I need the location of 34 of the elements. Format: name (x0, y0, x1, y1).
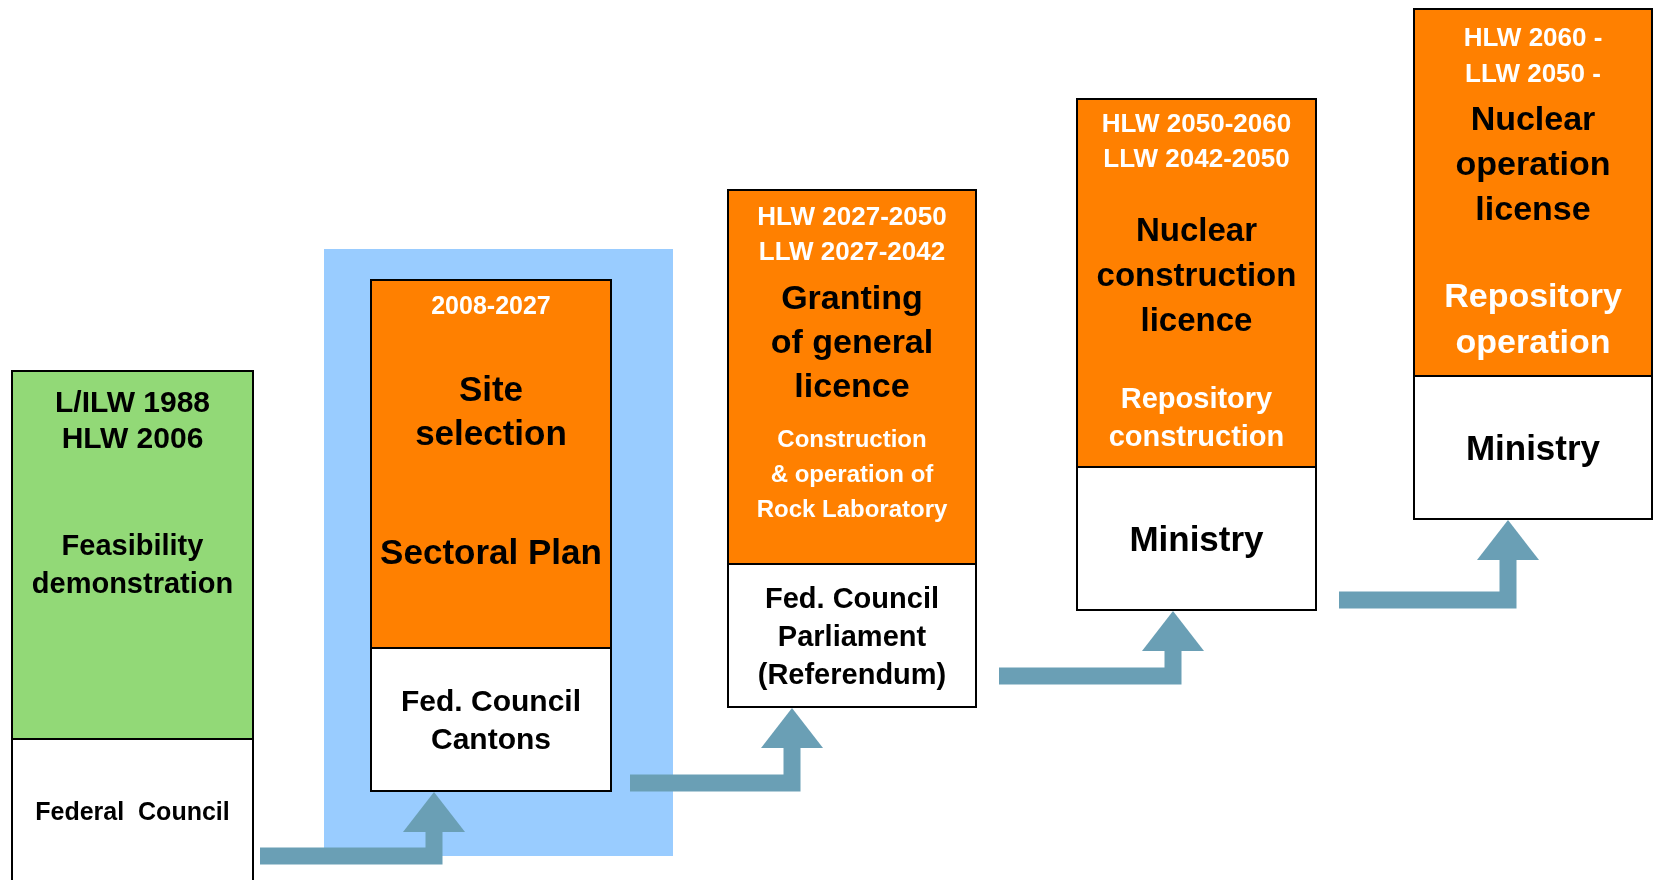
phase-title: Site selection (414, 368, 568, 454)
step-arrow (630, 708, 823, 792)
phase-subtitle: Sectoral Plan (379, 531, 603, 573)
date-range: L/ILW 1988 HLW 2006 (53, 384, 212, 456)
phase-subtitle: Repository operation (1443, 275, 1623, 362)
authority-name: Ministry (1128, 518, 1265, 559)
phase-title: Feasibility demonstration (30, 528, 235, 601)
authority-name: Ministry (1464, 427, 1602, 468)
phase-box (1076, 98, 1317, 468)
authority-box (1076, 466, 1317, 611)
authority-name: Fed. Council Parliament (Referendum) (756, 580, 948, 692)
authority-box (1413, 375, 1653, 520)
phase-title: Granting of general licence (769, 277, 935, 406)
phase-subtitle: Repository construction (1107, 381, 1286, 454)
phase-title: Nuclear construction licence (1095, 210, 1298, 340)
date-range: HLW 2050-2060 LLW 2042-2050 (1100, 107, 1293, 175)
step-arrow (999, 611, 1204, 685)
phase-box (11, 370, 254, 740)
date-range: HLW 2060 - LLW 2050 - (1462, 21, 1604, 90)
authority-box (370, 647, 612, 792)
phase-box (1413, 8, 1653, 377)
highlight-band (324, 249, 673, 856)
phase-box (370, 279, 612, 649)
date-range: HLW 2027-2050 LLW 2027-2042 (756, 200, 948, 268)
authority-name: Fed. Council Cantons (400, 682, 582, 757)
date-range: 2008-2027 (430, 290, 552, 321)
phase-subtitle: Construction & operation of Rock Laboratory (755, 424, 949, 524)
authority-box (11, 738, 254, 880)
step-arrow (260, 792, 465, 865)
phase-box (727, 189, 977, 565)
authority-box (727, 563, 977, 708)
phase-title: Nuclear operation license (1454, 98, 1612, 229)
step-arrow (1339, 520, 1539, 609)
authority-name: Federal Council (34, 796, 231, 826)
